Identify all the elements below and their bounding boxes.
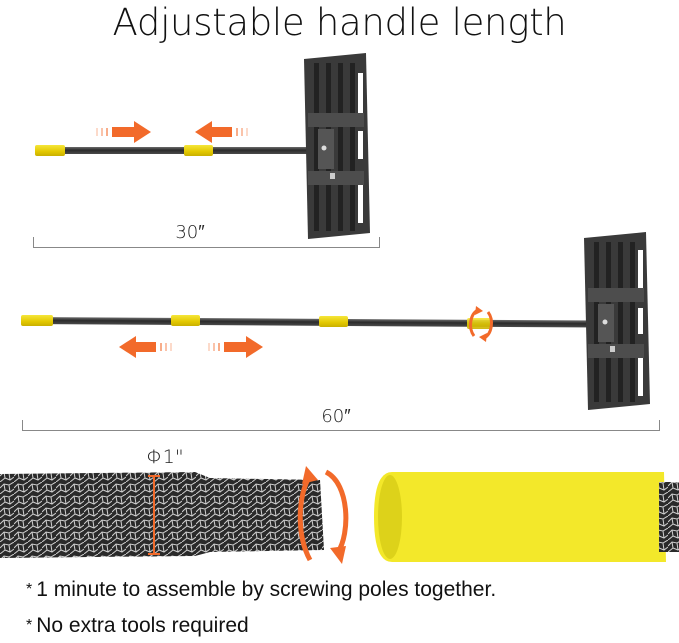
joint-collar bbox=[184, 145, 213, 156]
rotate-icon bbox=[297, 466, 349, 564]
page-title: Adjustable handle length bbox=[112, 1, 567, 44]
bullet: * bbox=[26, 581, 33, 598]
note-text: 1 minute to assemble by screwing poles t… bbox=[36, 578, 497, 601]
end-collar bbox=[35, 145, 65, 156]
joint-collar bbox=[467, 318, 492, 329]
note-text: No extra tools required bbox=[36, 614, 249, 637]
arrow-right-icon bbox=[96, 121, 151, 143]
note-tools: *No extra tools required bbox=[26, 614, 249, 638]
arrow-left-icon bbox=[195, 121, 248, 143]
joint-collar bbox=[319, 316, 348, 327]
short-dimension-line bbox=[33, 237, 380, 248]
short-handle-diagram: 30″ bbox=[0, 50, 400, 250]
note-assembly: *1 minute to assemble by screwing poles … bbox=[26, 578, 496, 602]
arrow-right-icon bbox=[208, 336, 263, 358]
pole-closeup: Φ1" bbox=[0, 440, 679, 570]
bullet: * bbox=[26, 617, 33, 634]
shovel-head bbox=[584, 232, 650, 410]
rotate-icon bbox=[469, 306, 493, 342]
arrow-left-icon bbox=[119, 336, 172, 358]
long-dimension-line bbox=[22, 420, 660, 431]
short-length-label: 30″ bbox=[175, 222, 205, 243]
end-collar bbox=[21, 315, 53, 326]
long-pole bbox=[21, 317, 603, 328]
joint-collar bbox=[171, 315, 200, 326]
short-pole bbox=[36, 147, 321, 154]
shovel-head bbox=[304, 53, 370, 239]
long-length-label: 60″ bbox=[321, 406, 351, 427]
yellow-collar-closeup bbox=[374, 472, 679, 562]
long-handle-diagram: 60″ bbox=[0, 232, 679, 437]
textured-pole-section bbox=[0, 472, 324, 558]
diameter-label: Φ1" bbox=[146, 446, 184, 468]
